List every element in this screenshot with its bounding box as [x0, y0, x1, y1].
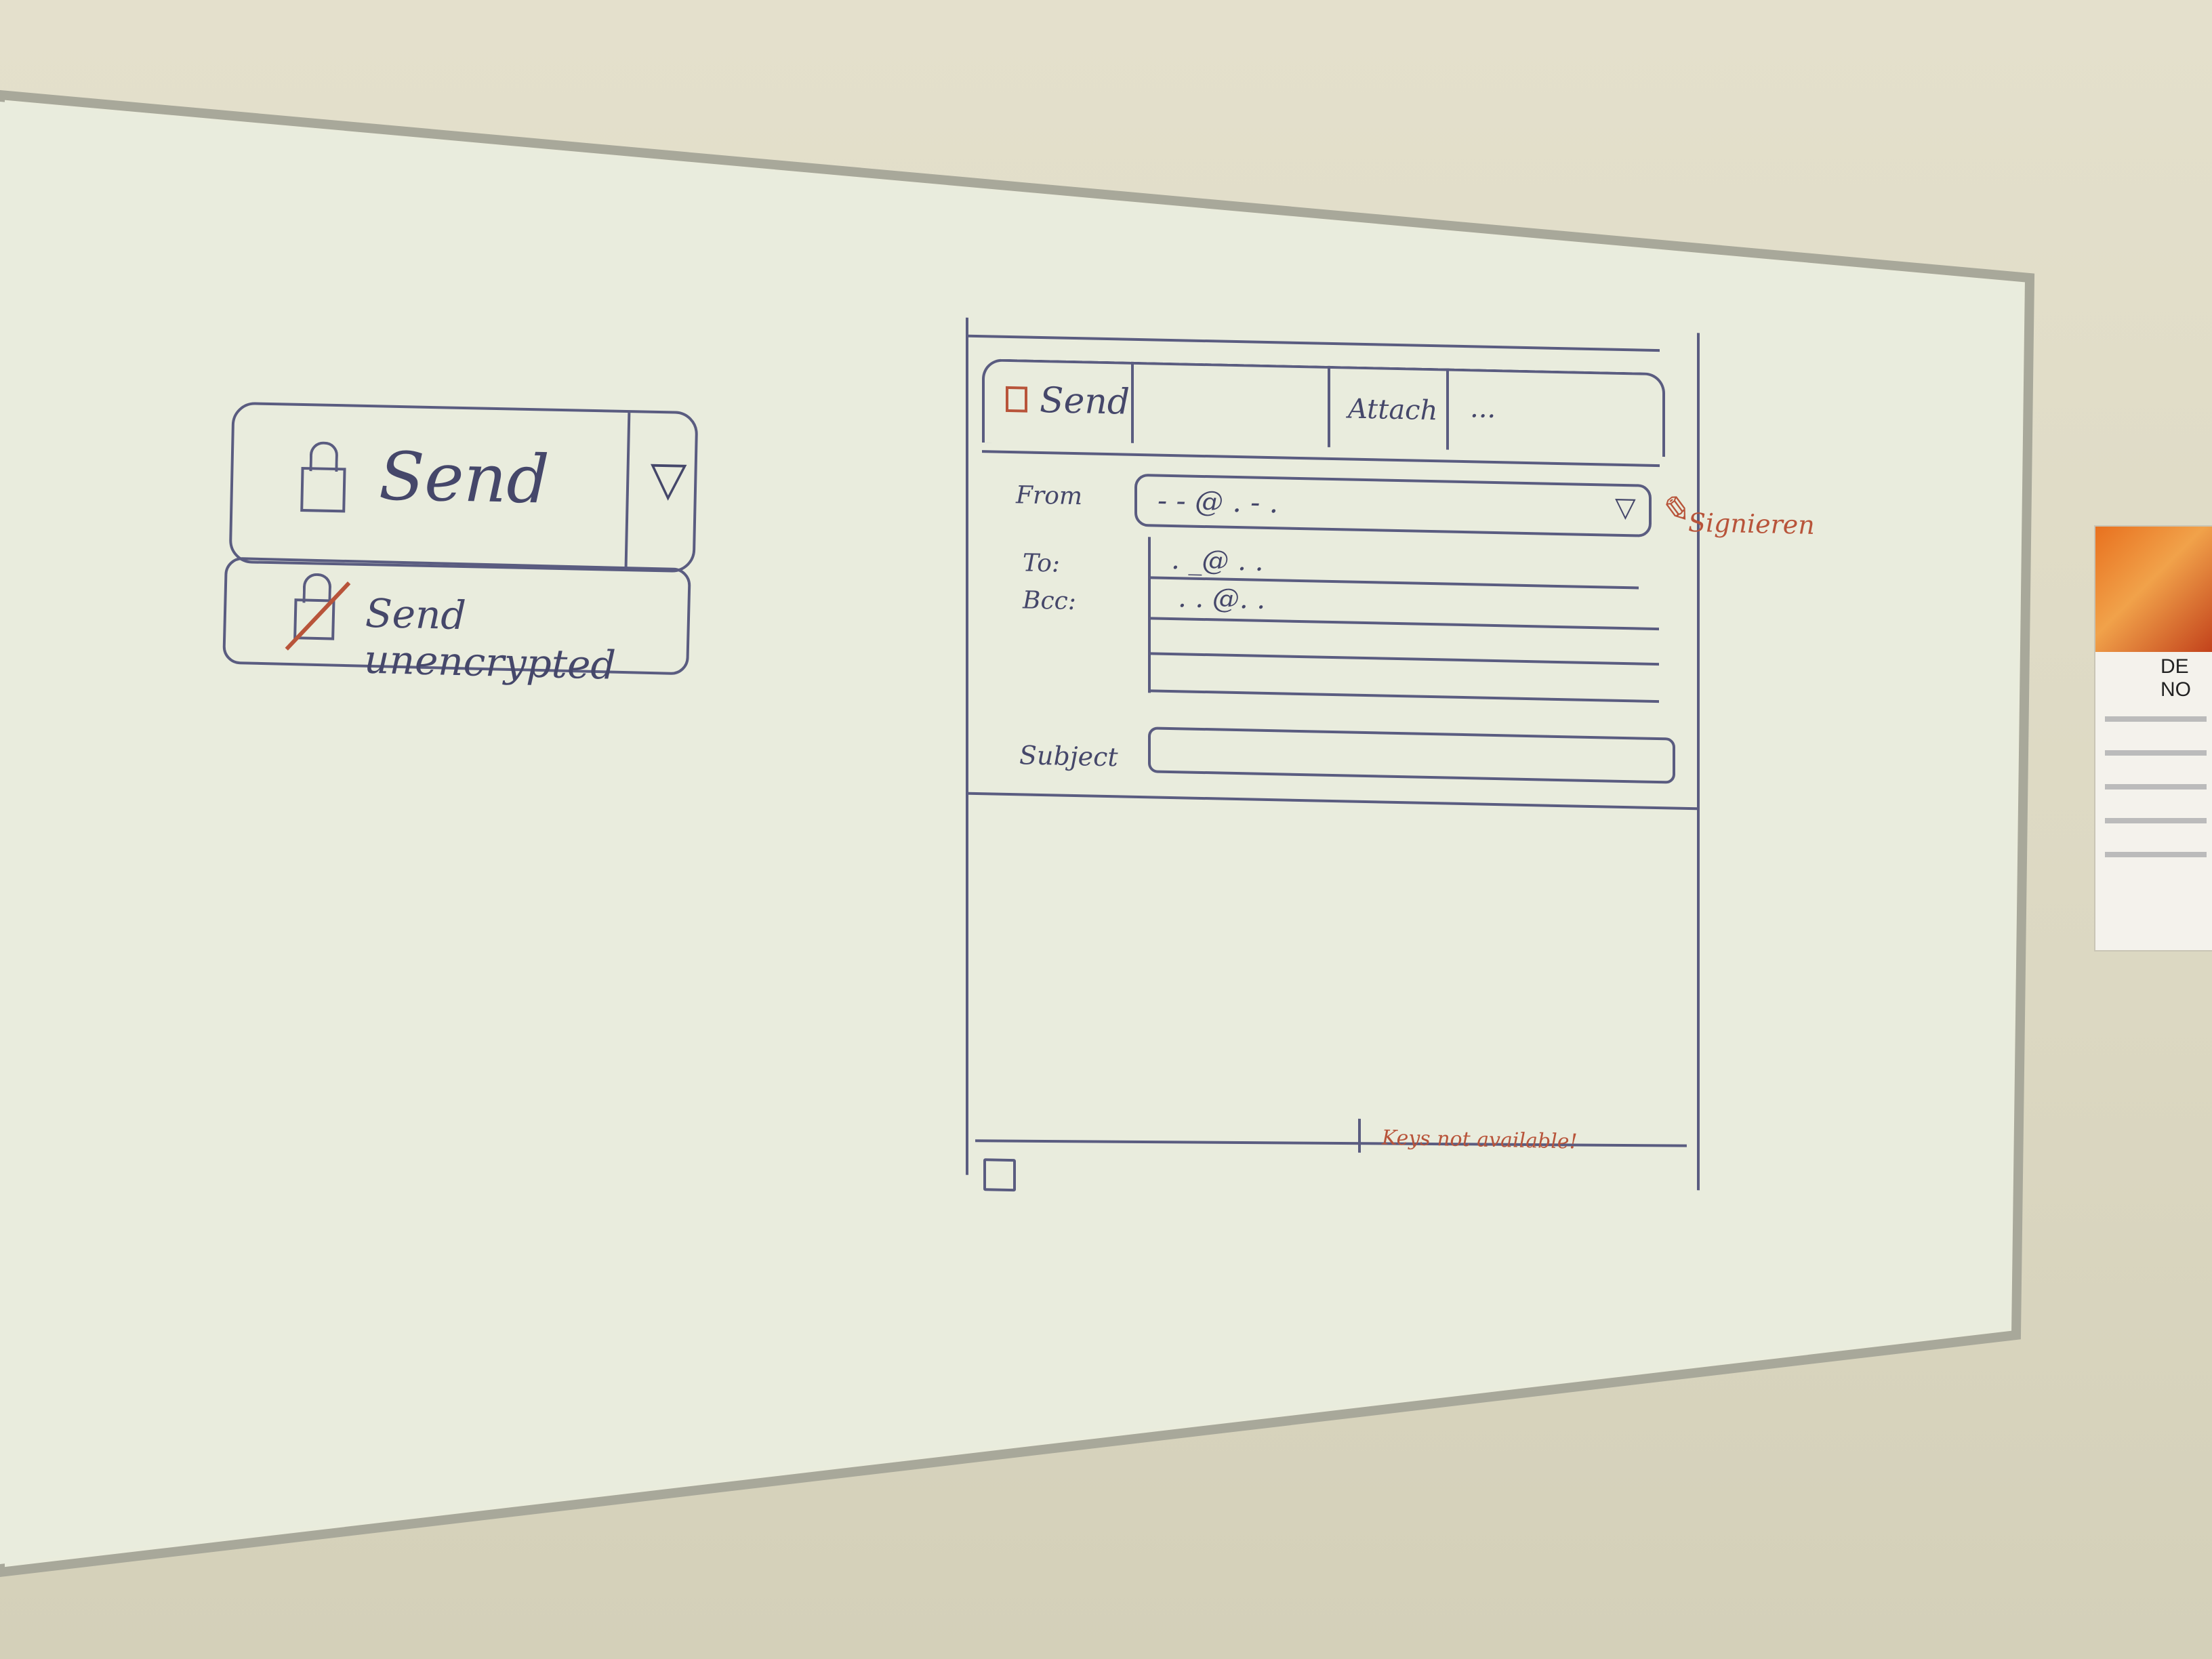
- message-body[interactable]: [975, 806, 1687, 1146]
- resize-handle-icon[interactable]: [983, 1158, 1016, 1192]
- poster-title: DE NO: [2160, 655, 2191, 701]
- toolbar-send-button[interactable]: Send: [1040, 380, 1130, 423]
- bcc-value[interactable]: . . @. .: [1178, 582, 1266, 615]
- sign-label: Signieren: [1688, 507, 1815, 540]
- subject-input[interactable]: [1148, 726, 1675, 784]
- to-label: To:: [1023, 549, 1061, 578]
- poster-line: [2105, 750, 2207, 756]
- from-dropdown[interactable]: - - @ . - . ▽: [1134, 473, 1652, 537]
- chevron-down-icon[interactable]: ▽: [649, 450, 688, 507]
- poster-line: [2105, 852, 2207, 857]
- recipients-list[interactable]: . _@ . . . . @. .: [1148, 537, 1659, 704]
- toolbar-divider: [1446, 368, 1449, 450]
- recipient-row-divider: [1151, 652, 1659, 666]
- lock-icon: [300, 466, 346, 513]
- chevron-down-icon[interactable]: ▽: [1615, 491, 1636, 524]
- window-top-border: [968, 334, 1660, 352]
- attach-button[interactable]: Attach: [1348, 393, 1438, 427]
- keys-warning: Keys not available!: [1382, 1126, 1578, 1154]
- toolbar-divider: [1328, 365, 1330, 447]
- subject-label: Subject: [1019, 740, 1118, 773]
- toolbar-divider: [1131, 361, 1134, 443]
- more-button[interactable]: ...: [1470, 392, 1496, 425]
- status-divider: [1358, 1118, 1361, 1153]
- send-split-button[interactable]: Send ▽: [228, 401, 699, 573]
- poster-line: [2105, 818, 2207, 823]
- poster-line: [2105, 784, 2207, 790]
- send-button-label: Send: [378, 438, 550, 519]
- wall-poster: DE NO: [2094, 525, 2212, 951]
- strike-icon: [285, 581, 351, 651]
- lock-icon: [1006, 386, 1027, 413]
- poster-line: [2105, 716, 2207, 722]
- from-label: From: [1016, 481, 1082, 511]
- from-value: - - @ . - .: [1158, 483, 1279, 520]
- compose-window: Send Attach ... From - - @ . - . ▽ ✎ Sig…: [966, 317, 1815, 1192]
- signature-pen-icon[interactable]: ✎: [1658, 488, 1689, 532]
- recipient-row-divider: [1151, 689, 1659, 703]
- bcc-label: Bcc:: [1023, 586, 1076, 616]
- recipient-row-divider: [1151, 617, 1659, 631]
- poster-image: [2095, 527, 2212, 652]
- send-unencrypted-option[interactable]: Send unencrypted: [222, 556, 691, 689]
- button-divider: [624, 413, 631, 569]
- to-value[interactable]: . _@ . .: [1171, 544, 1264, 577]
- send-unencrypted-label: Send unencrypted: [363, 590, 617, 689]
